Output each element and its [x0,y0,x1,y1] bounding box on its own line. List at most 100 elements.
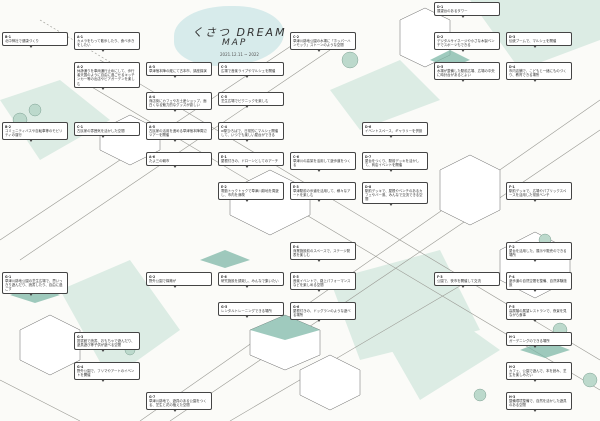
callout-id: H-3 [509,394,516,399]
callout-id: E-1 [221,154,227,159]
title-line-1: くさつ DREAM [192,26,287,39]
callout-id: E-2 [221,184,227,189]
callout-text: たよ三の朝市 [149,158,170,163]
callout-id: A-2 [77,64,84,69]
callout-id: C-6 [293,154,299,159]
callout-id: E-5 [293,274,299,279]
callout-text: 屋台をつくり、駅前デッキを活かして、商店イベントを開催 [365,158,420,168]
callout-id: C-2 [293,34,299,39]
callout-id: E-3 [293,184,299,189]
callout-text: 古民家の活用を進める草津宿本陣周辺ツアーを開催 [149,128,207,138]
callout-text: 野外公園で、フリマやアートのイベントを開催 [77,368,135,378]
callout-text: ガーデニングのできる場所 [509,338,550,343]
callout-id: D-2 [437,34,444,39]
callout-text: レンタルトレーニングできる場所 [221,308,272,313]
callout-id: D-5 [437,64,444,69]
callout-text: 屋根付きの、ドローンとしてのアーチ [221,158,279,163]
callout-text: 商業施設前のスペースで、ステージ発表を楽しむ [293,248,351,258]
callout-text: 草津駅前の歩道を活用して、様々なアートを楽しむ [293,188,351,198]
callout-text: 草津宿本陣の蔵にて古本市、講座講演 [149,68,207,73]
callout-text: 音楽イベントで、路上パフォーマンスなどを楽しめる空間 [293,278,351,288]
callout-text: 水場が整備した駅前広場、広場の中央に時計台があるとよい [437,68,495,78]
callout-id: F-5 [509,304,515,309]
callout-text: 屋台を活用した、展示や販売のできる場所 [509,248,567,258]
callout-text: 市内店舗で、こどもと一緒にものづくり、教育できる場所 [509,68,567,78]
callout-id: C-1 [77,124,83,129]
map-title: くさつ DREAM MAP 2021.12.11 ~ 2022 [174,6,302,66]
callout-text: 図書館で読書、おもちゃで遊んだり、遊具遊び等子供が遊べる空間 [77,338,135,348]
callout-id: G-2 [149,274,156,279]
callout-text: イベントスペース、ギャラリーを併設 [365,128,423,133]
callout-text: 駅前デッキで、広場やパブリックスペースを活用した常設ベンチ [509,188,567,198]
callout-text: 商店街にカフェやお土産ショップ、面白くなる魅力的なグッズが欲しい [149,98,207,108]
callout-id: A-1 [77,34,84,39]
title-background-blob [174,6,284,66]
callout-text: カフェ、公園で遊んで、本を読み、芝生を楽しみたい [509,368,567,378]
callout-id: B-2 [5,124,11,129]
callout-text: 芝生広場でピクニックを楽しむ [221,98,269,103]
callout-id: E-4 [293,244,299,249]
callout-id: H-1 [509,334,516,339]
callout-id: E-6 [221,274,227,279]
callout-text: 駅前デッキで、屋根やベンチのあるカフェやバー風、みんなで交流できる空間 [365,188,423,202]
callout-text: ai駅ひろばで、日常的にマルシェ開催して、いつでも楽しい屋台ができる [221,128,279,138]
callout-id: A-4 [149,94,156,99]
callout-id: G-6 [293,304,300,309]
callout-id: A-3 [149,64,156,69]
callout-text: 伝統ブームで、マルシェを開催 [509,38,557,43]
callout-text: 屋根付きの、ドッグランのような遊べる場所 [293,308,351,318]
callout-id: F-4 [509,274,515,279]
callout-id: G-4 [77,364,84,369]
callout-text: 野外公園で構築が [149,278,177,283]
title-subtitle: 2021.12.11 ~ 2022 [220,52,259,57]
callout-text: 電動トゥクトゥクで草津川跡地を周遊し、市内を満喫 [221,188,279,198]
callout-text: 遊歩道の自然空間を整備、自然体験施設 [509,278,567,288]
callout-text: 公園で、夜市を開催して交流 [437,278,481,283]
callout-id: F-3 [437,274,443,279]
callout-text: 研究施設を誘致し、みんなで集いたい [221,278,279,283]
callout-id: D-3 [509,34,516,39]
callout-text: 整備環境整備で、自然を活かした遊具のある空間 [509,398,567,408]
callout-text: 休静通りを車両通行止めにして、歩行者天国のように自由に過ごせるキッチンカー等の出… [77,68,135,86]
callout-id: C-5 [221,94,227,99]
callout-text: 展望台のあるタワー [437,8,468,13]
callout-text: 草津川跡地公園の芝生広場で、思いっきり遊んだり、読書したり、自由に過ごす [5,278,63,292]
callout-id: D-1 [437,4,444,9]
callout-text: カメラをもって散歩したり、食べ歩きをしたい [77,38,135,48]
